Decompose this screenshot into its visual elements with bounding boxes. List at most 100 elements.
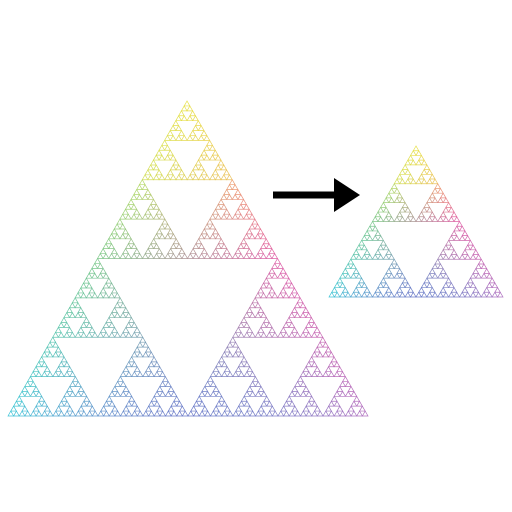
sierpinski-cell — [141, 174, 149, 181]
sierpinski-cell — [344, 410, 352, 417]
sierpinski-cell — [114, 410, 122, 417]
sierpinski-cell — [145, 346, 152, 353]
sierpinski-cell — [336, 405, 344, 412]
sierpinski-cell — [453, 225, 461, 232]
sierpinski-cell — [420, 216, 428, 222]
sierpinski-cell — [212, 385, 220, 392]
sierpinski-cell — [316, 351, 324, 358]
sierpinski-cell — [439, 267, 447, 274]
sierpinski-cell — [226, 213, 233, 220]
sierpinski-cell — [155, 169, 163, 176]
sierpinski-cell — [203, 154, 211, 161]
sierpinski-cell — [313, 346, 321, 353]
sierpinski-cell — [251, 375, 259, 382]
sierpinski-cell — [198, 400, 206, 407]
sierpinski-cell — [167, 228, 174, 235]
sierpinski-cell — [316, 410, 324, 417]
sierpinski-cell — [467, 277, 474, 284]
sierpinski-cell — [200, 149, 208, 156]
sierpinski-cell — [198, 233, 205, 240]
sierpinski-cell — [282, 400, 290, 407]
sierpinski-cell — [113, 233, 121, 240]
sierpinski-cell — [333, 400, 341, 407]
sierpinski-cell — [488, 277, 496, 284]
sierpinski-cell — [108, 390, 116, 397]
sierpinski-cell — [223, 169, 231, 176]
sierpinski-cell — [293, 302, 301, 309]
sierpinski-cell — [401, 277, 409, 284]
sierpinski-cell — [21, 385, 29, 392]
sierpinski-cell — [131, 370, 138, 377]
sierpinski-cell — [305, 390, 313, 397]
sierpinski-cell — [401, 164, 409, 170]
sierpinski-cell — [480, 272, 488, 279]
sierpinski-cell — [393, 263, 401, 270]
sierpinski-cell — [220, 243, 228, 250]
sierpinski-cell — [288, 321, 296, 328]
sierpinski-cell — [105, 395, 113, 402]
sierpinski-cell — [316, 341, 324, 348]
sierpinski-cell — [420, 206, 428, 213]
sierpinski-cell — [215, 410, 223, 417]
sierpinski-cell — [124, 243, 132, 250]
sierpinski-cell — [232, 351, 240, 358]
sierpinski-cell — [122, 385, 130, 392]
sierpinski-cell — [169, 154, 177, 161]
sierpinski-cell — [428, 267, 436, 274]
sierpinski-cell — [12, 400, 20, 407]
sierpinski-cell — [130, 331, 138, 338]
sierpinski-cell — [262, 238, 270, 245]
sierpinski-cell — [86, 400, 93, 407]
sierpinski-cell — [147, 164, 155, 171]
sierpinski-cell — [319, 336, 327, 343]
sierpinski-cell — [150, 238, 158, 245]
sierpinski-cell — [249, 390, 257, 397]
sierpinski-cell — [302, 385, 310, 392]
sierpinski-cell — [328, 410, 335, 417]
sierpinski-cell — [131, 410, 138, 417]
sierpinski-cell — [161, 375, 169, 382]
sierpinski-cell — [215, 390, 223, 397]
sierpinski-cell — [108, 321, 116, 328]
sierpinski-cell — [428, 286, 436, 293]
sierpinski-cell — [175, 115, 183, 122]
sierpinski-cell — [310, 321, 318, 328]
sierpinski-cell — [161, 139, 169, 146]
sierpinski-cell — [404, 178, 412, 185]
sierpinski-cell — [407, 173, 414, 180]
sierpinski-cell — [91, 272, 99, 279]
sierpinski-cell — [249, 370, 256, 377]
sierpinski-cell — [322, 341, 330, 348]
sierpinski-cell — [136, 213, 143, 220]
sierpinski-cell — [480, 291, 488, 298]
sierpinski-cell — [377, 291, 384, 298]
sierpinski-cell — [377, 244, 384, 251]
sierpinski-cell — [113, 311, 121, 318]
sierpinski-cell — [385, 286, 393, 293]
sierpinski-cell — [46, 351, 54, 358]
sierpinski-cell — [260, 311, 268, 318]
sierpinski-cell — [254, 390, 262, 397]
sierpinski-cell — [153, 370, 161, 377]
sierpinski-cell — [240, 238, 248, 245]
sierpinski-cell — [195, 395, 203, 402]
sierpinski-cell — [374, 211, 382, 218]
sierpinski-cell — [404, 282, 412, 288]
sierpinski-cell — [226, 252, 234, 259]
sierpinski-cell — [150, 395, 158, 402]
sierpinski-cell — [142, 370, 150, 377]
sierpinski-cell — [283, 410, 290, 417]
sierpinski-cell — [388, 197, 395, 203]
sierpinski-cell — [153, 243, 160, 250]
sierpinski-cell — [366, 225, 374, 232]
sierpinski-cell — [243, 370, 251, 377]
sierpinski-cell — [169, 233, 177, 240]
sierpinski-cell — [218, 356, 225, 363]
sierpinski-cell — [195, 159, 202, 166]
sierpinski-cell — [38, 395, 46, 402]
sierpinski-cell — [88, 287, 96, 294]
sierpinski-cell — [35, 400, 43, 407]
sierpinski-cell — [122, 247, 130, 254]
sierpinski-cell — [176, 410, 183, 417]
